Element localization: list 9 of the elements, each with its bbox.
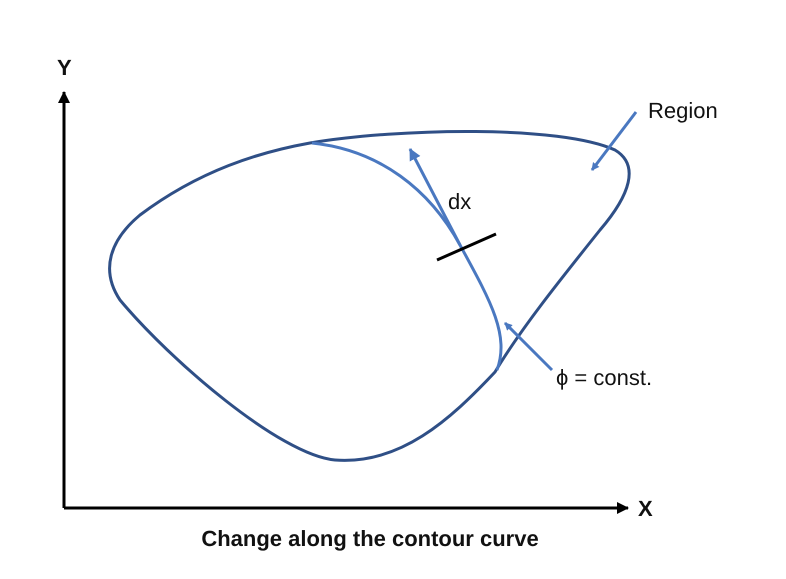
caption: Change along the contour curve — [200, 527, 540, 552]
leader-line — [590, 111, 638, 171]
callout-label: Region — [648, 99, 718, 124]
axis-label: Y — [57, 56, 72, 80]
callout-label: ϕ = const. — [556, 366, 652, 390]
axis-label: X — [638, 497, 653, 522]
contour-curve — [312, 142, 502, 370]
leader-line — [504, 322, 554, 372]
vector-label: dx — [448, 190, 472, 214]
